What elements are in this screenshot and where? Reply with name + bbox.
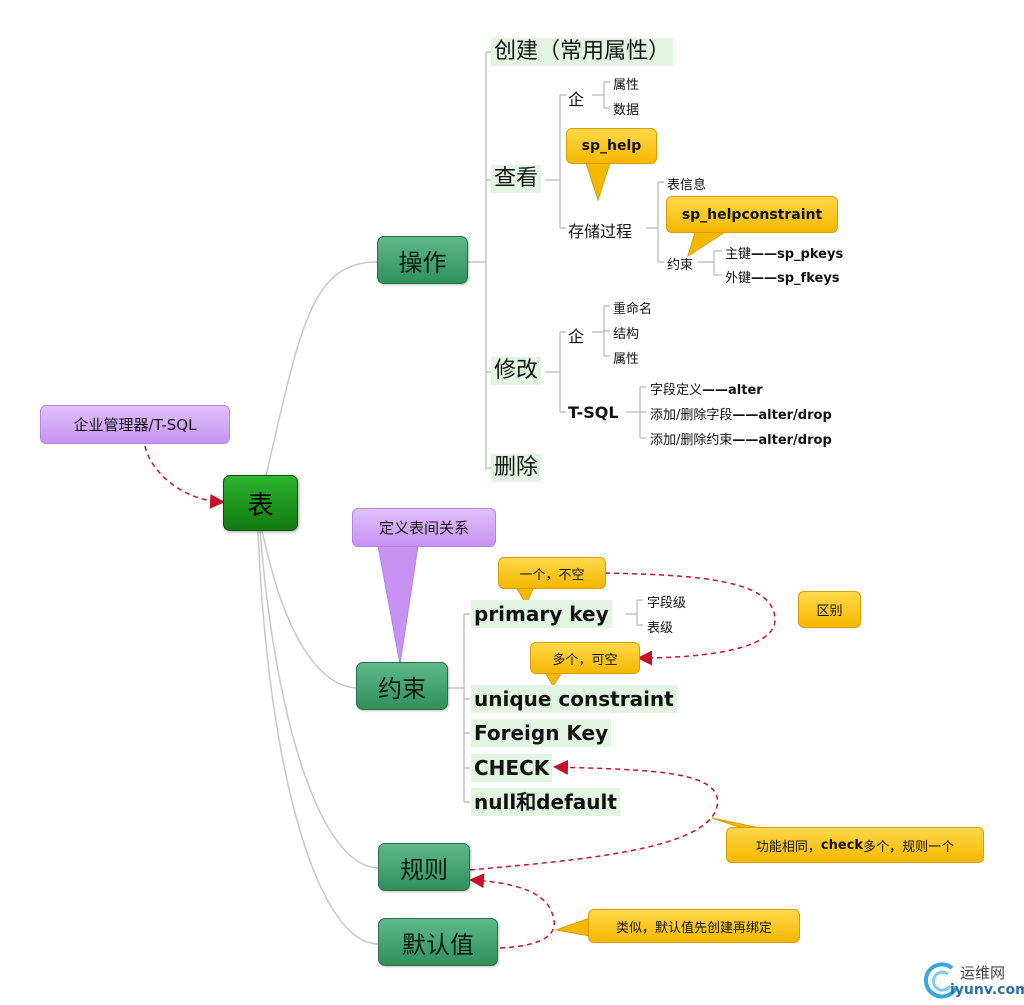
xiugai-qi-item-2[interactable]: 结构 bbox=[613, 327, 640, 342]
xiugai-qi-item-3[interactable]: 属性 bbox=[613, 352, 640, 367]
tsql-item-3-prefix: 添加/删除约束 bbox=[650, 433, 733, 448]
sp-helpconstraint-label: sp_helpconstraint bbox=[681, 206, 823, 223]
fkey-prefix: 外键 bbox=[725, 271, 752, 286]
xiugai-qi-item-1[interactable]: 重命名 bbox=[613, 302, 653, 317]
primary-item-1[interactable]: 字段级 bbox=[647, 596, 687, 611]
tsql-item-2-code: ——alter/drop bbox=[732, 408, 832, 423]
branch-moren[interactable]: 默认值 bbox=[378, 918, 498, 966]
biaojian-label: 定义表间关系 bbox=[378, 519, 469, 537]
topic-chuangjian[interactable]: 创建（常用属性） bbox=[491, 38, 674, 66]
tsql-item-1[interactable]: 字段定义——alter bbox=[650, 379, 763, 398]
note-diff-label: 区别 bbox=[816, 604, 843, 619]
callout-biaojian: 定义表间关系 bbox=[352, 508, 496, 547]
topic-primary-key[interactable]: primary key bbox=[471, 600, 612, 628]
note-diff: 区别 bbox=[798, 591, 861, 628]
chakan-qi-item-1[interactable]: 属性 bbox=[613, 78, 640, 93]
note-guize-post: 多个，规则一个 bbox=[863, 839, 955, 855]
yueshu-pkey[interactable]: 主键——sp_pkeys bbox=[725, 243, 843, 262]
callout-sp-help: sp_help bbox=[566, 128, 657, 164]
pkey-prefix: 主键 bbox=[725, 247, 752, 262]
note-uk-label: 多个，可空 bbox=[552, 652, 618, 668]
sp-help-label: sp_help bbox=[581, 138, 642, 154]
note-guize-pre: 功能相同， bbox=[755, 839, 821, 855]
stored-yueshu[interactable]: 约束 bbox=[667, 258, 694, 273]
tsql-item-1-code: ——alter bbox=[702, 383, 763, 398]
xiugai-tsql[interactable]: T-SQL bbox=[568, 403, 619, 422]
tsql-item-3-code: ——alter/drop bbox=[732, 433, 832, 448]
fkey-code: ——sp_fkeys bbox=[751, 271, 840, 286]
chakan-qi[interactable]: 企 bbox=[568, 90, 585, 109]
tsql-item-2-prefix: 添加/删除字段 bbox=[650, 408, 733, 423]
chakan-qi-item-2[interactable]: 数据 bbox=[613, 103, 640, 118]
note-pk: 一个，不空 bbox=[498, 557, 606, 589]
topic-check[interactable]: CHECK bbox=[471, 754, 553, 782]
tsql-item-1-prefix: 字段定义 bbox=[650, 383, 703, 398]
chakan-stored[interactable]: 存储过程 bbox=[568, 222, 633, 241]
note-moren-label: 类似，默认值先创建再绑定 bbox=[615, 920, 772, 936]
watermark-text-1: 运维网 bbox=[960, 964, 1006, 982]
primary-item-2[interactable]: 表级 bbox=[647, 621, 674, 636]
topic-foreign[interactable]: Foreign Key bbox=[471, 719, 612, 747]
watermark-logo bbox=[923, 962, 958, 999]
topic-xiugai[interactable]: 修改 bbox=[491, 357, 542, 385]
caller-callout: 企业管理器/T-SQL bbox=[40, 405, 230, 444]
root-node[interactable]: 表 bbox=[223, 475, 298, 531]
tsql-item-2[interactable]: 添加/删除字段——alter/drop bbox=[650, 404, 832, 423]
stored-biaoxinxi[interactable]: 表信息 bbox=[667, 178, 707, 193]
note-uk: 多个，可空 bbox=[530, 642, 640, 674]
branch-caozuo[interactable]: 操作 bbox=[377, 236, 468, 284]
topic-shanchu[interactable]: 删除 bbox=[491, 454, 542, 482]
callout-sp-helpconstraint: sp_helpconstraint bbox=[666, 196, 838, 233]
tsql-item-3[interactable]: 添加/删除约束——alter/drop bbox=[650, 429, 832, 448]
note-pk-label: 一个，不空 bbox=[519, 567, 585, 583]
branch-guize[interactable]: 规则 bbox=[378, 843, 470, 891]
topic-unique[interactable]: unique constraint bbox=[471, 685, 677, 713]
branch-yueshu[interactable]: 约束 bbox=[356, 662, 448, 710]
pkey-code: ——sp_pkeys bbox=[751, 247, 844, 262]
caller-label: 企业管理器/T-SQL bbox=[73, 416, 197, 434]
xiugai-qi[interactable]: 企 bbox=[568, 327, 585, 346]
watermark-text-2: iyunv.com bbox=[950, 982, 1024, 998]
note-moren: 类似，默认值先创建再绑定 bbox=[588, 909, 800, 943]
topic-chakan[interactable]: 查看 bbox=[491, 165, 542, 193]
note-guize-bold: check bbox=[820, 837, 864, 853]
yueshu-fkey[interactable]: 外键——sp_fkeys bbox=[725, 267, 840, 286]
topic-null-default[interactable]: null和default bbox=[471, 788, 620, 816]
